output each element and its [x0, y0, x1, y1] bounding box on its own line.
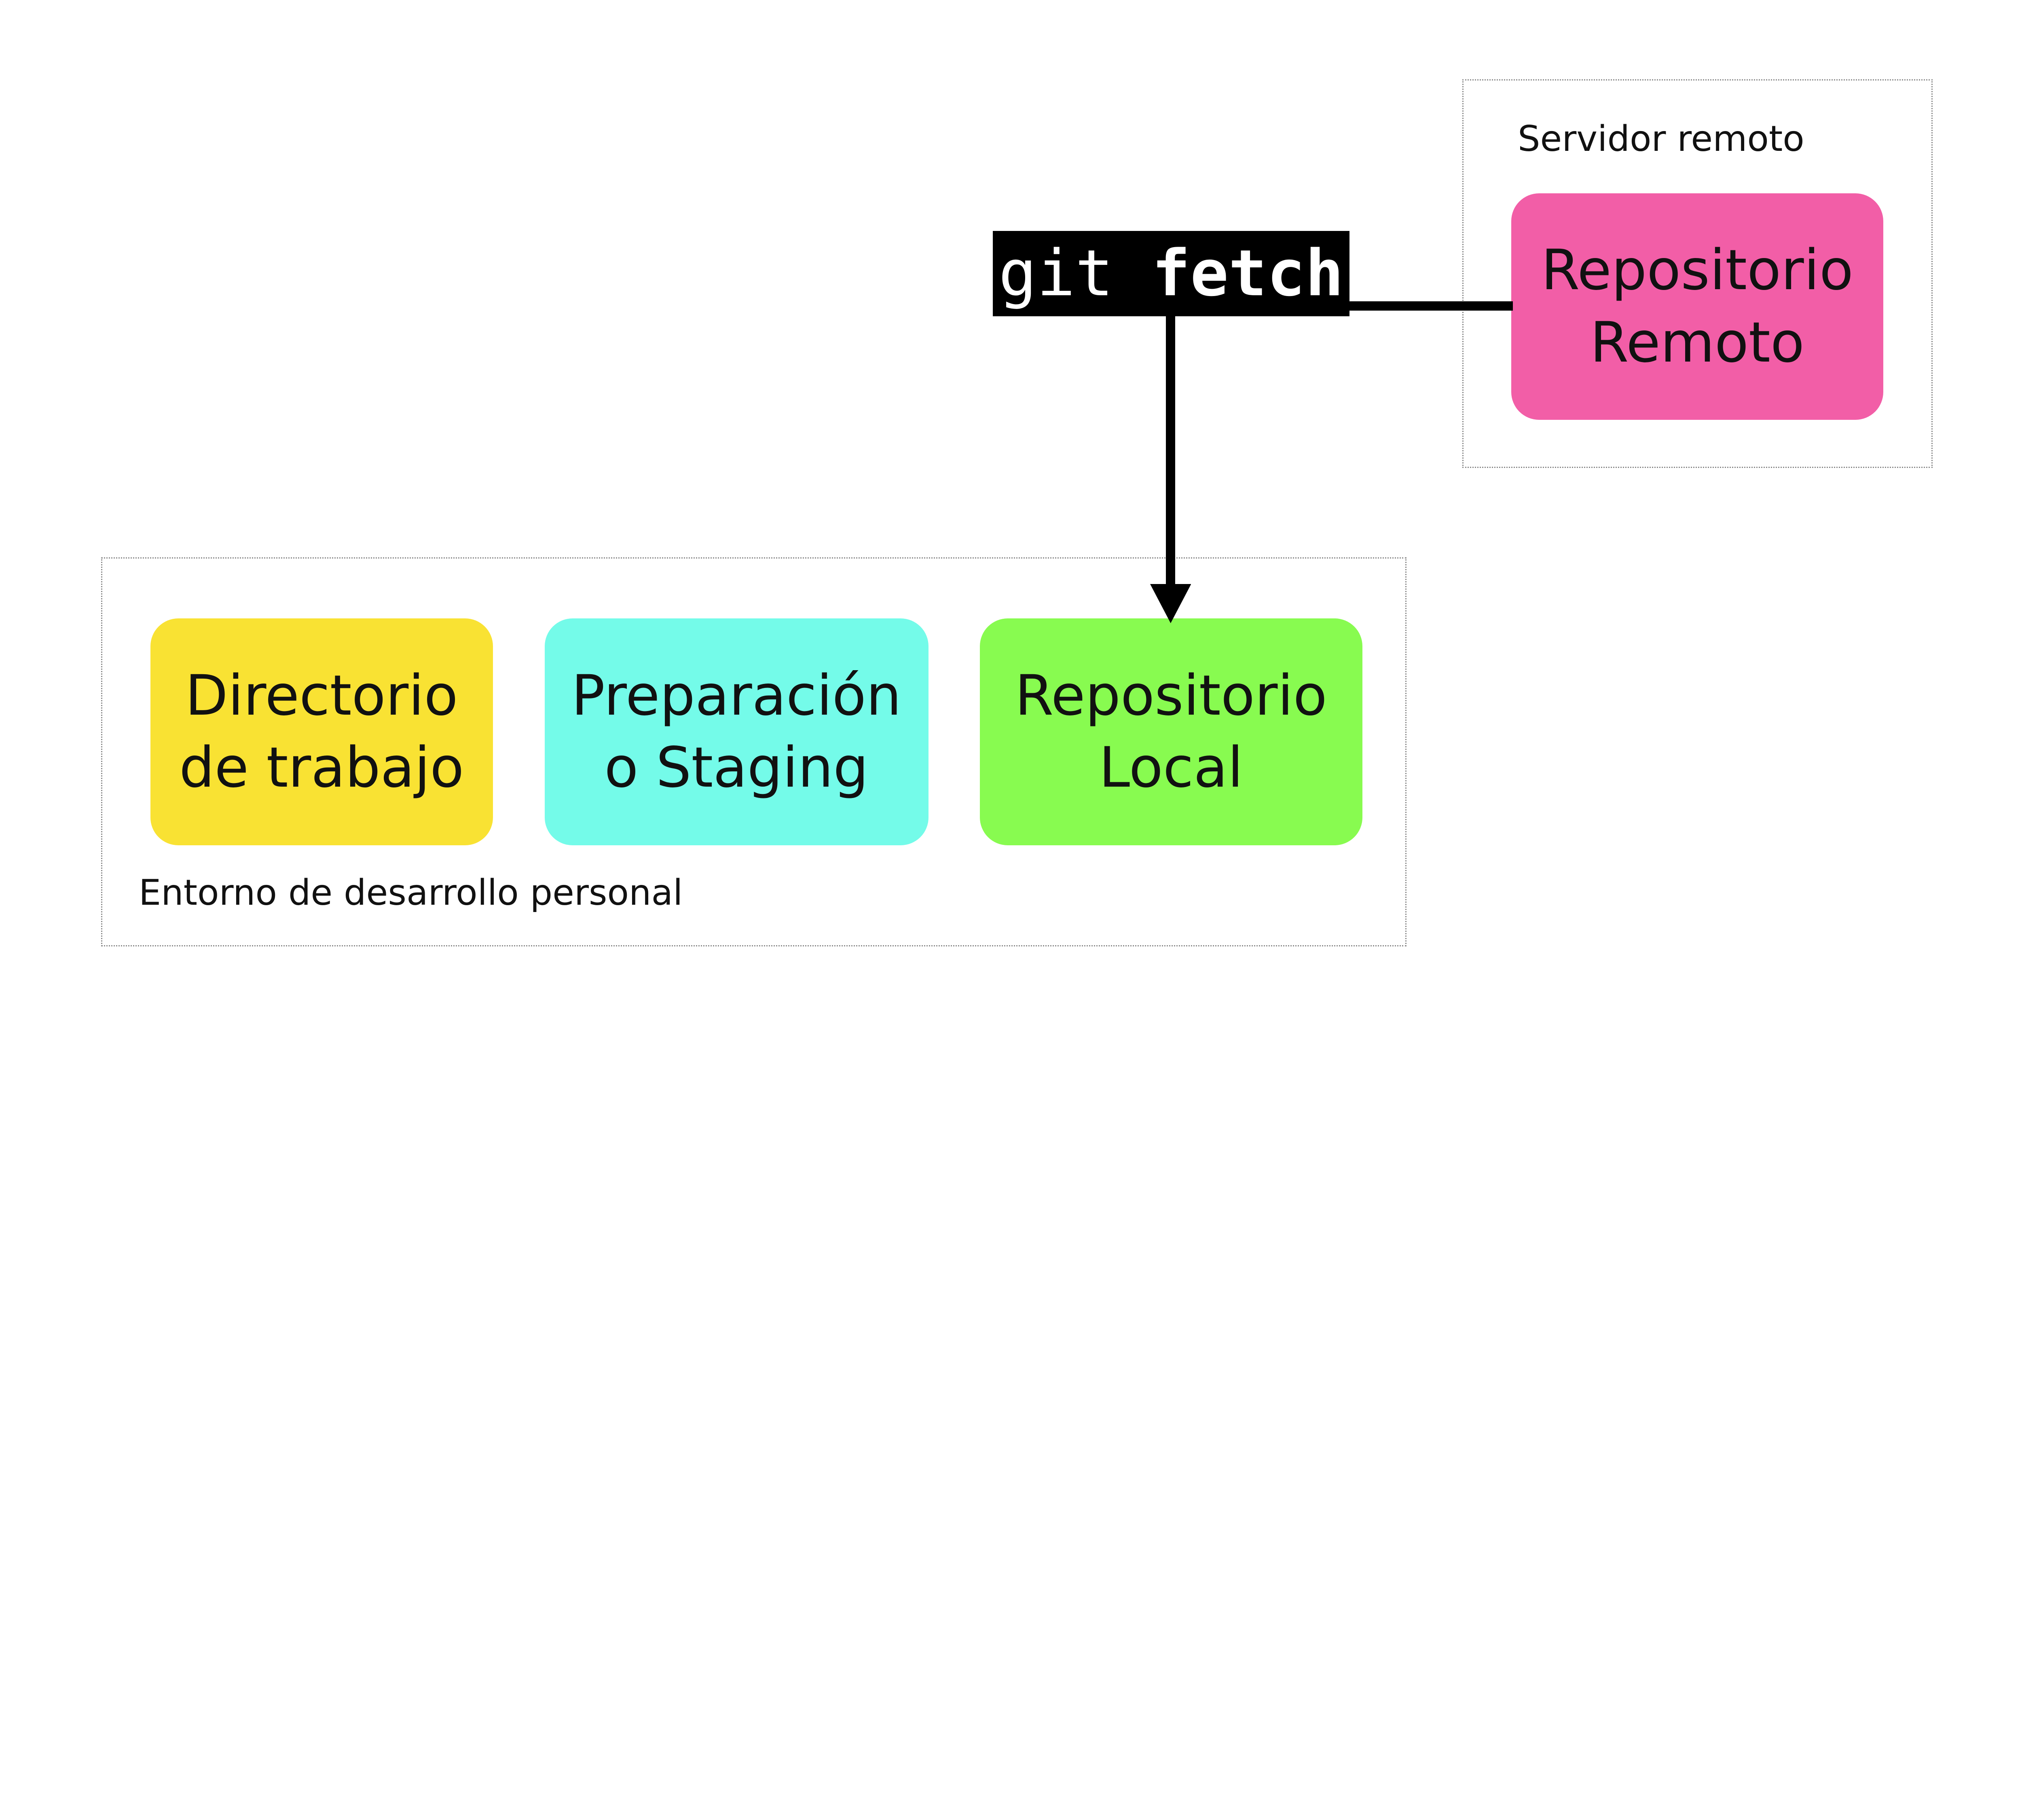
local-repo-line1: Repositorio [1015, 663, 1327, 728]
remote-repo-line2: Remoto [1590, 310, 1805, 375]
remote-server-group [1462, 79, 1933, 468]
connector-vertical [1166, 313, 1175, 586]
command-prefix: git [998, 236, 1152, 311]
remote-server-label: Servidor remoto [1518, 118, 1804, 159]
working-dir-line2: de trabajo [179, 735, 464, 800]
working-dir-node: Directorio de trabajo [150, 618, 493, 845]
command-name: fetch [1152, 236, 1344, 311]
staging-line1: Preparación [571, 663, 901, 728]
arrowhead-icon [1150, 584, 1191, 623]
working-dir-line1: Directorio [185, 663, 458, 728]
local-env-group [101, 557, 1407, 946]
local-env-label: Entorno de desarrollo personal [139, 872, 683, 913]
remote-repo-line1: Repositorio [1541, 238, 1854, 303]
staging-node: Preparación o Staging [544, 618, 929, 845]
local-repo-line2: Local [1099, 735, 1243, 800]
staging-line2: o Staging [604, 735, 869, 800]
connector-horizontal [1347, 301, 1513, 311]
git-fetch-command-label: git fetch [993, 231, 1349, 316]
